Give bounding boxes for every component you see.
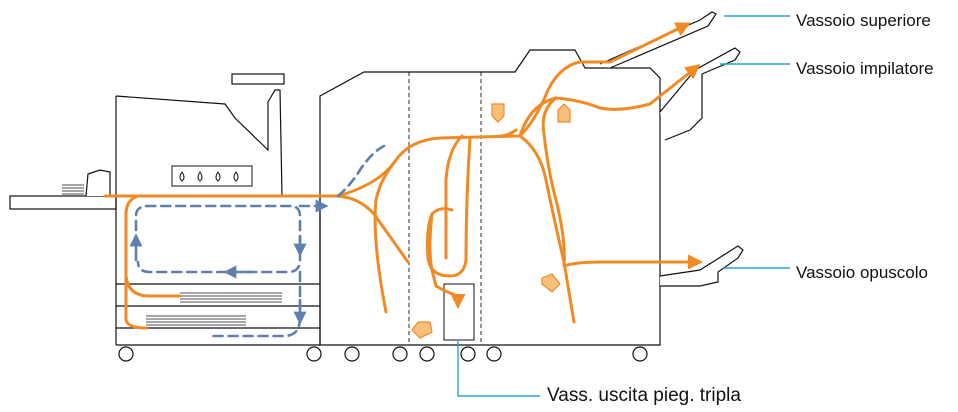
path-stacker	[518, 64, 701, 138]
path-drawer-up	[124, 194, 182, 298]
finisher-body	[319, 49, 661, 346]
path-drawer-2	[124, 274, 148, 330]
sheet-marker-2	[557, 103, 571, 123]
sheet-marker-3	[541, 273, 561, 293]
duplex-down	[208, 270, 302, 338]
sheet-markers	[411, 103, 571, 339]
sheet-marker-1	[491, 103, 505, 123]
path-top-tray	[518, 22, 691, 138]
sheet-marker-4	[411, 321, 433, 339]
path-branch-mid	[444, 134, 464, 260]
scanner-top	[115, 89, 283, 197]
wheels	[118, 346, 648, 362]
tri-fold-tray-label: Vass. uscita pieg. tripla	[547, 385, 741, 406]
duplex-curve	[336, 144, 386, 198]
feed-tray-guide	[85, 169, 111, 197]
path-branch-right	[498, 128, 518, 138]
paper-drawer-1-stack	[180, 292, 282, 303]
ink-drop-icons	[179, 171, 239, 182]
ink-cartridge-panel	[171, 165, 253, 187]
duplex-loop	[134, 204, 302, 274]
callout-tri-fold	[457, 340, 540, 397]
scanner-lid	[231, 73, 285, 85]
top-tray-label: Vassoio superiore	[796, 11, 931, 30]
duplex-path	[129, 144, 386, 338]
stacking-tray	[659, 47, 741, 141]
path-stacker-2	[541, 96, 566, 268]
path-branch-down-1	[373, 158, 398, 314]
printer-unit	[9, 73, 321, 346]
paper-drawer-2-stack	[146, 315, 246, 326]
stacking-tray-label: Vassoio impilatore	[796, 59, 934, 78]
callout-lines	[457, 15, 790, 397]
path-booklet	[518, 134, 576, 324]
path-booklet-out	[562, 254, 703, 270]
tri-fold-tray-box	[443, 283, 475, 341]
feed-tray-paper	[62, 184, 84, 195]
feed-tray	[9, 195, 117, 210]
booklet-tray	[659, 245, 744, 287]
paper-path	[103, 22, 703, 330]
path-to-finisher	[336, 134, 522, 198]
booklet-tray-label: Vassoio opuscolo	[796, 263, 928, 282]
path-trifold-drop	[428, 212, 466, 309]
